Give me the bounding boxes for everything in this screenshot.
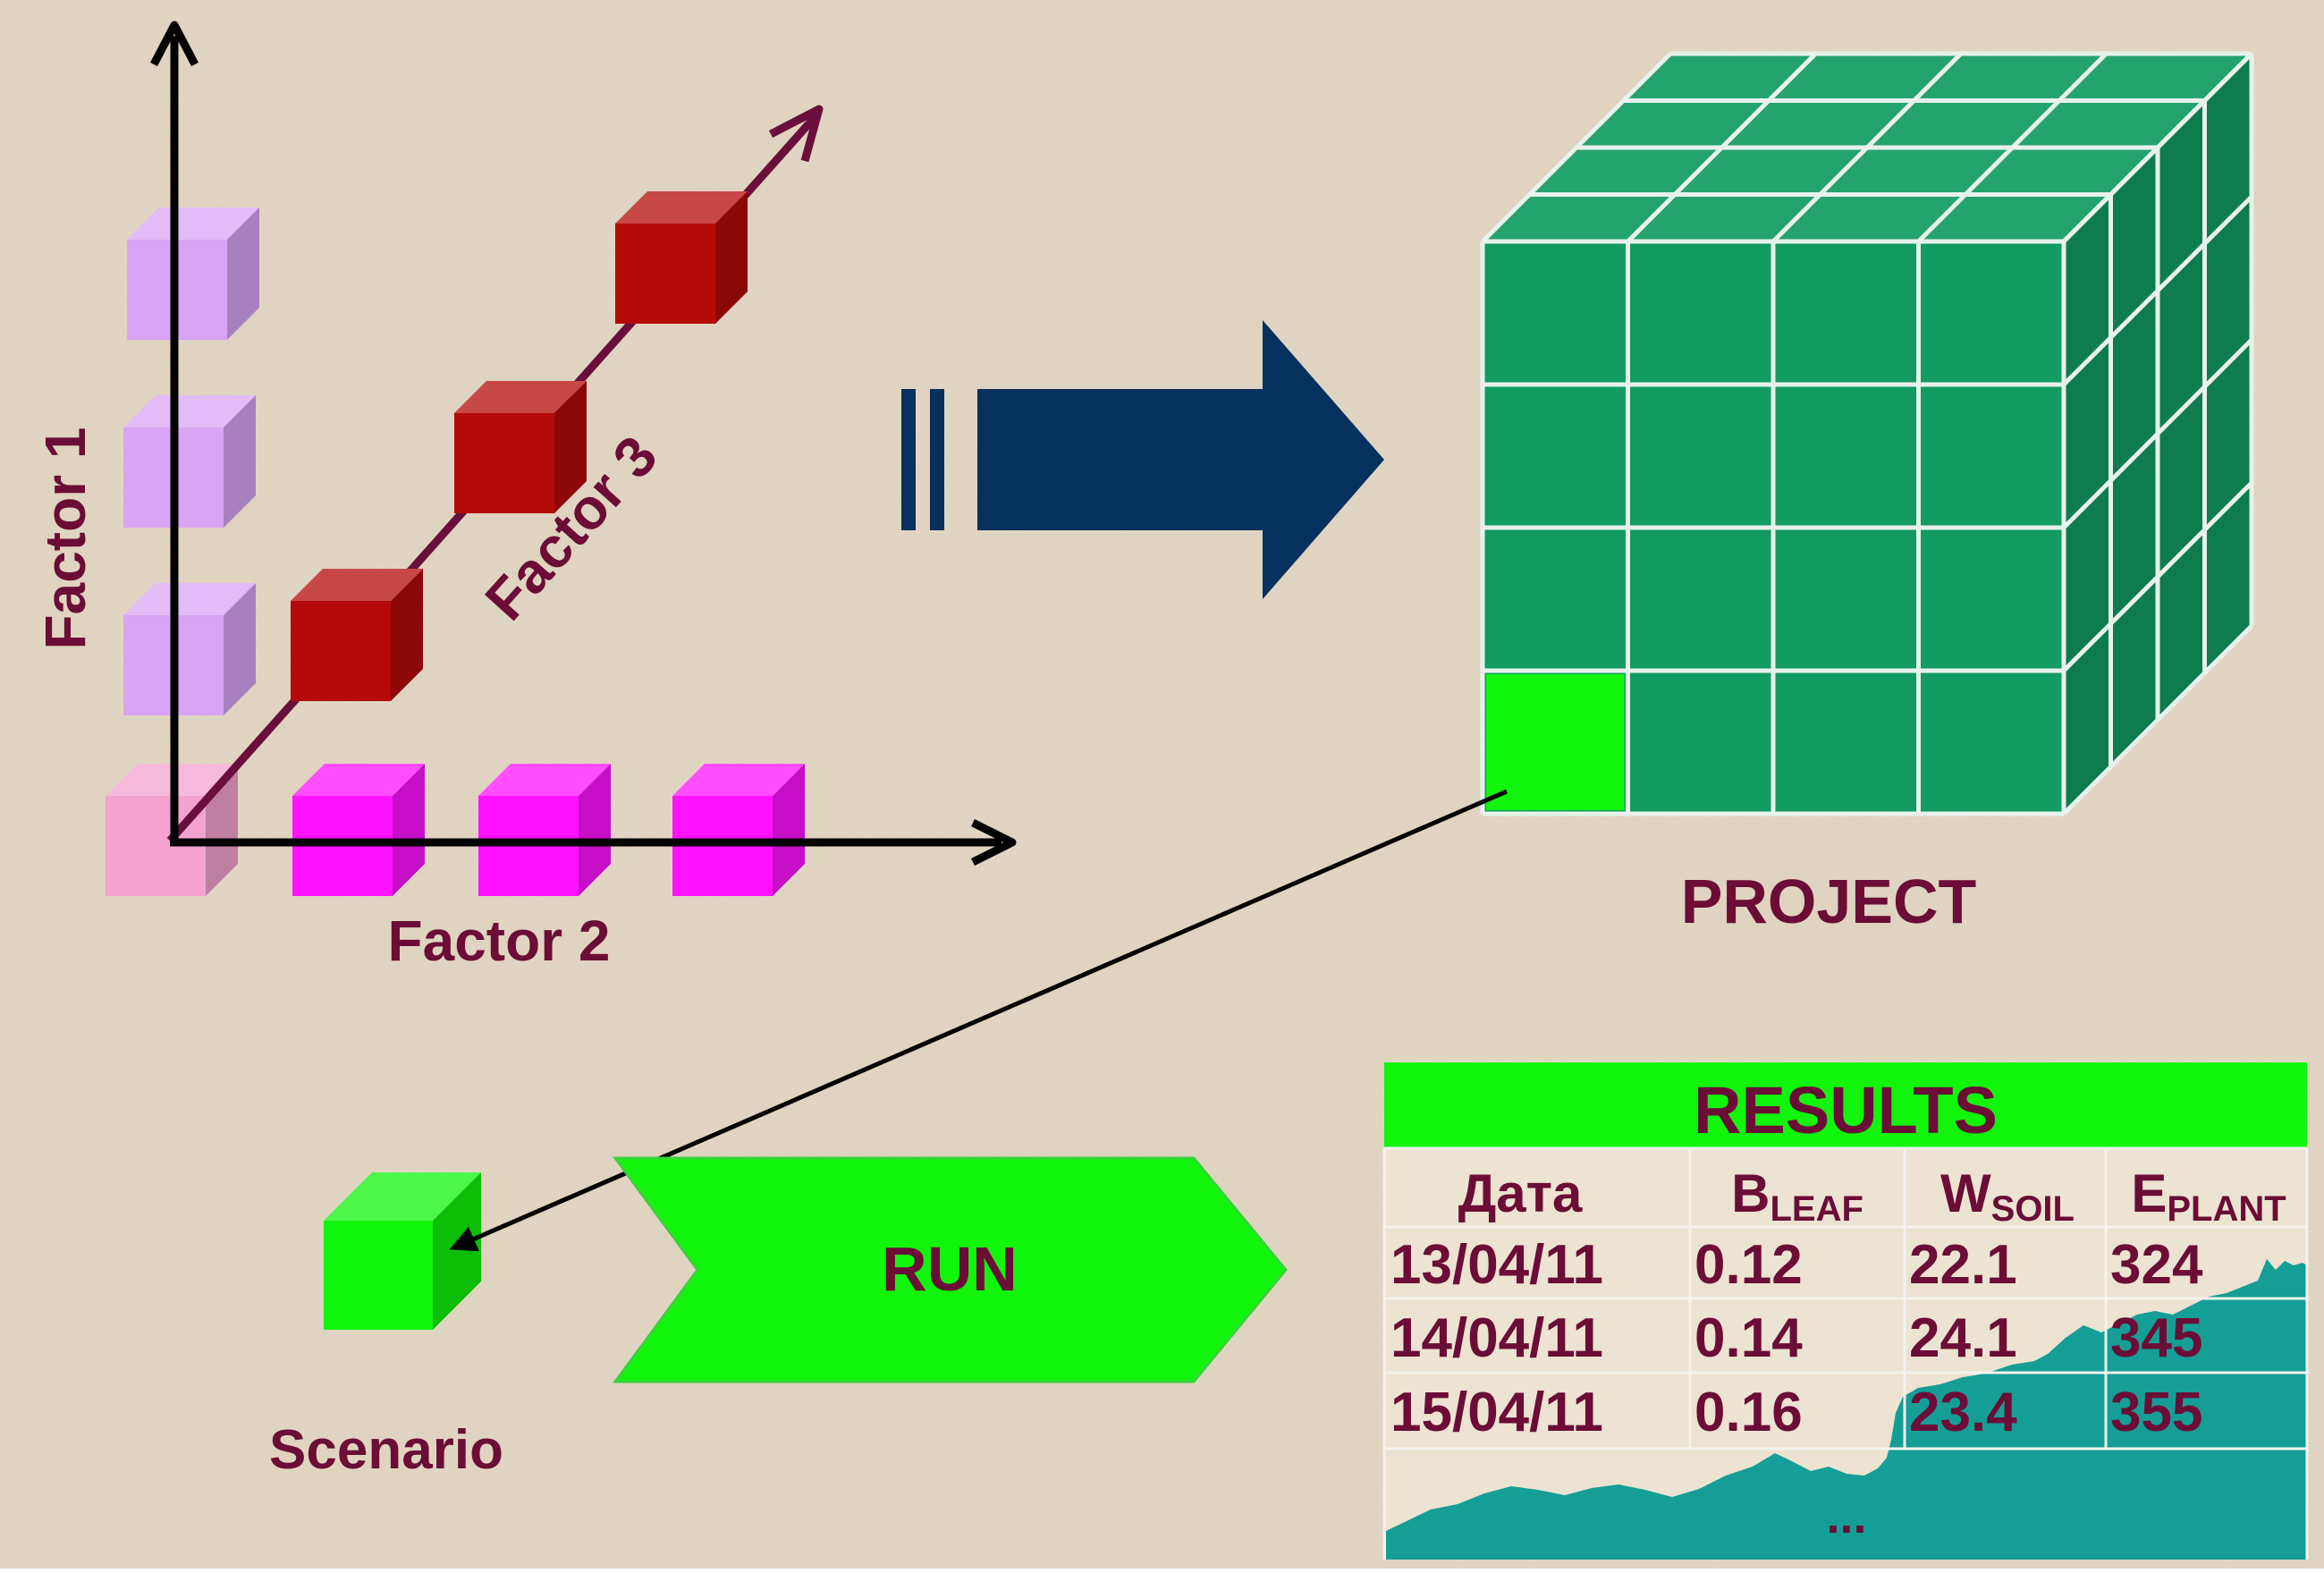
factor3-cube-side: [715, 191, 748, 324]
factor2-label: Factor 2: [388, 909, 611, 973]
factor3-cube: [291, 569, 423, 701]
results-area-chart: [1386, 1259, 2307, 1560]
results-title-bar: [1384, 1062, 2307, 1148]
factor2-cube-side: [393, 764, 425, 896]
run-label: RUN: [882, 1234, 1018, 1304]
run-step: RUN: [613, 1156, 1288, 1383]
project-grid-line: [2062, 481, 2253, 672]
scenario-cube-block-front: [324, 1221, 433, 1330]
project-cube: [1480, 51, 2254, 816]
factor2-cube: [292, 764, 425, 896]
results-row: 13/04/11 0.12 22.1 324: [1390, 1234, 2203, 1296]
arrow-body: [977, 320, 1384, 599]
factor1-cube: [123, 583, 256, 715]
results-header-cell: WSOIL: [1940, 1163, 2075, 1229]
results-cell: 15/04/11: [1390, 1382, 1603, 1443]
factor3-cube-side: [554, 381, 587, 513]
results-header-cell: EPLANT: [2131, 1163, 2286, 1229]
factor1-cube: [127, 207, 259, 340]
results-cell: 0.12: [1694, 1234, 1803, 1296]
results-header-row: Дата BLEAF WSOIL EPLANT: [1458, 1163, 2286, 1229]
results-table: RESULTS Дата BLEAF WSOIL EPLANT 13/04/11 0.1…: [1382, 1062, 2309, 1560]
factor1-cube-top: [127, 207, 259, 240]
factor3-cube-top: [291, 569, 423, 601]
transform-arrow: [901, 320, 1384, 599]
factor2-cube: [672, 764, 805, 896]
factor3-cube-front: [454, 413, 554, 513]
results-header-main: W: [1940, 1163, 1991, 1223]
results-cell: 22.1: [1909, 1234, 2017, 1296]
results-header-cell: BLEAF: [1731, 1163, 1863, 1229]
factor2-cubes: [292, 764, 805, 896]
factor1-cube: [123, 395, 256, 528]
factor1-cube-top: [123, 583, 256, 615]
factor1-axis-arrowhead: [150, 21, 199, 67]
results-header-sub: SOIL: [1991, 1189, 2075, 1229]
results-cell: 24.1: [1909, 1307, 2017, 1369]
results-body: 13/04/11 0.12 22.1 324 14/04/11 0.14 24.1 345 15…: [1390, 1234, 2203, 1443]
results-row: 15/04/11 0.16 23.4 355: [1390, 1382, 2202, 1443]
project-selected-cell: [1486, 674, 1625, 810]
factor2-cube-top: [478, 764, 611, 796]
project-grid-line: [2062, 52, 2253, 243]
results-cell: 0.14: [1694, 1307, 1803, 1369]
results-ellipsis: ...: [1826, 1490, 1866, 1543]
results-header-cell: Дата: [1458, 1163, 1583, 1223]
results-header-sub: PLANT: [2167, 1189, 2286, 1229]
factor3-cube-top: [615, 191, 748, 224]
scenario-label: Scenario: [269, 1419, 503, 1481]
factor1-cube-side: [224, 395, 256, 528]
factor3-cube-front: [615, 224, 715, 324]
factor1-cubes: [123, 207, 259, 715]
results-header-sub: LEAF: [1770, 1189, 1863, 1229]
factor2-cube-top: [292, 764, 425, 796]
factor1-label: Factor 1: [33, 427, 97, 650]
results-cell: 345: [2110, 1307, 2202, 1369]
arrow-stripe-2: [930, 389, 944, 530]
results-title: RESULTS: [1694, 1073, 1998, 1147]
factor1-cube-side: [227, 207, 259, 340]
results-cell: 355: [2110, 1382, 2202, 1443]
results-header-main: Дата: [1458, 1163, 1583, 1223]
results-cell: 324: [2110, 1234, 2203, 1296]
arrow-stripe-1: [901, 389, 916, 530]
factor2-cube-top: [672, 764, 805, 796]
factor2-cube: [478, 764, 611, 896]
factor2-cube-side: [579, 764, 611, 896]
factor1-cube-top: [123, 395, 256, 427]
scenario-cube-block-top: [324, 1172, 481, 1221]
factor3-cube-side: [391, 569, 423, 701]
results-cell: 0.16: [1694, 1382, 1803, 1443]
results-row: 14/04/11 0.14 24.1 345: [1390, 1307, 2202, 1369]
results-cell: 14/04/11: [1390, 1307, 1603, 1369]
factor3-axis-arrowhead: [768, 105, 824, 163]
factor3-cube-top: [454, 381, 587, 413]
results-header-main: B: [1731, 1163, 1770, 1223]
factor3-cube-front: [291, 601, 391, 701]
factor3-cube: [454, 381, 587, 513]
results-cell: 13/04/11: [1390, 1234, 1603, 1296]
results-grid: [1382, 1146, 2309, 1560]
results-cell: 23.4: [1909, 1382, 2017, 1443]
run-chevron: [613, 1156, 1288, 1383]
project-grid-line: [2062, 624, 2253, 816]
factor3-cubes: [291, 191, 748, 701]
project-label: PROJECT: [1681, 867, 1977, 936]
factor2-axis-arrowhead: [970, 818, 1017, 867]
factor2-cube-side: [773, 764, 805, 896]
results-header-main: E: [2131, 1163, 2167, 1223]
factor3-cube: [615, 191, 748, 324]
project-grid-line: [1916, 52, 2109, 243]
factor1-cube-side: [224, 583, 256, 715]
